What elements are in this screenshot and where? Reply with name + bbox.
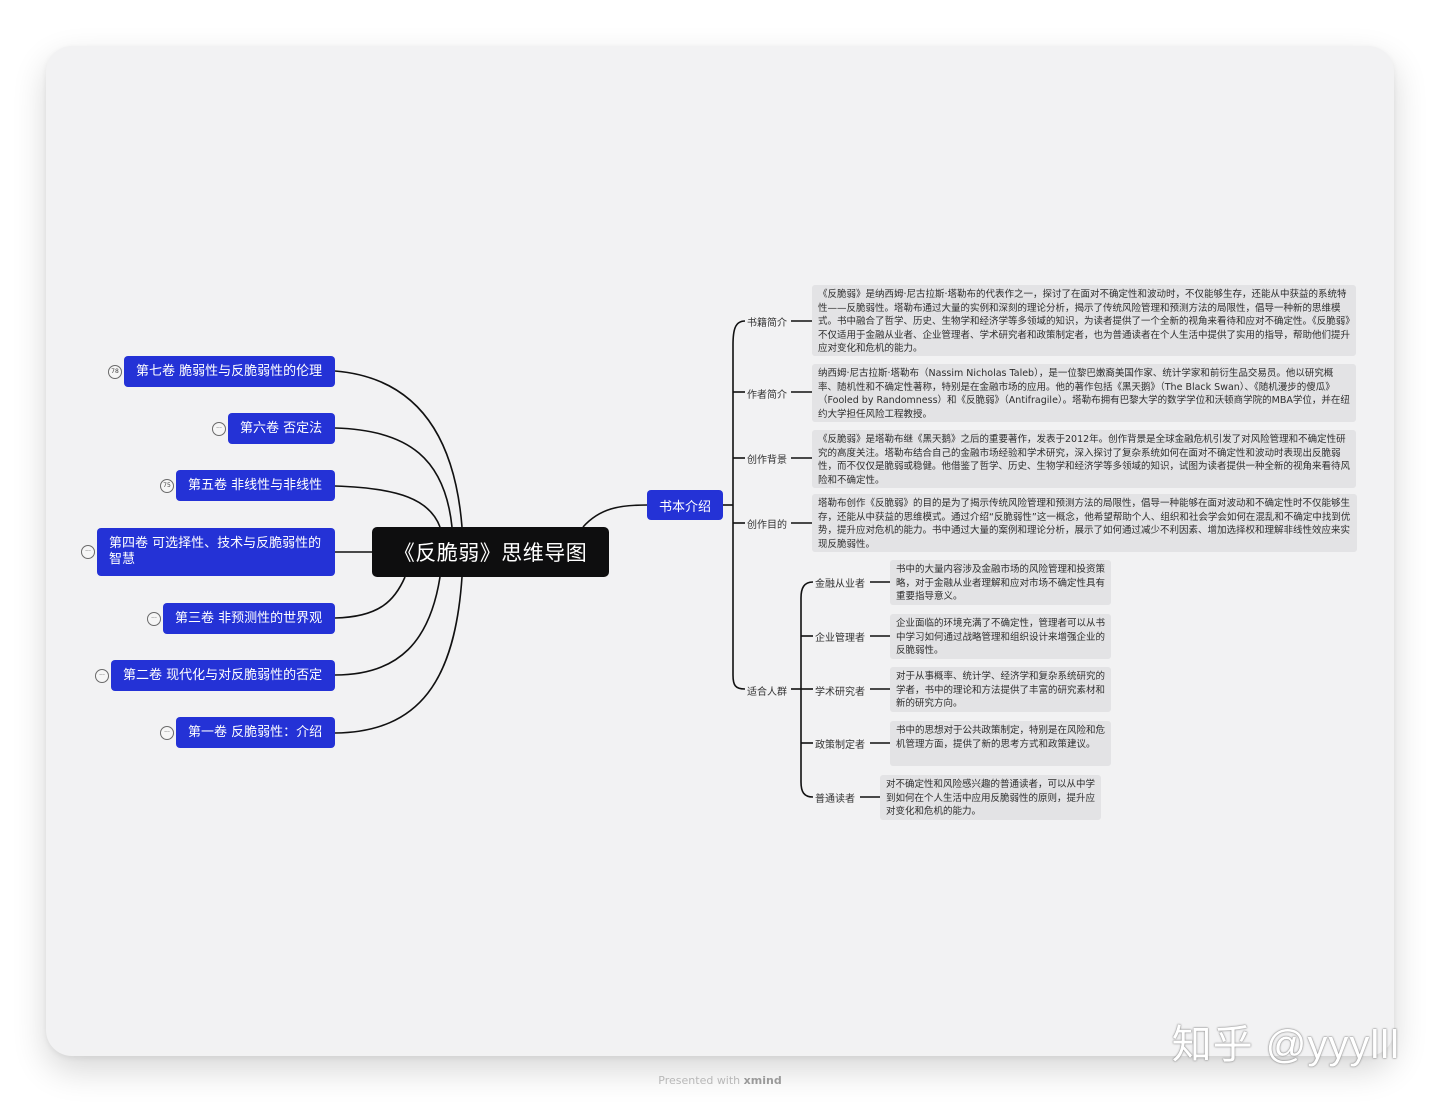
- section-audience[interactable]: 适合人群: [747, 687, 787, 698]
- connector-ch2: [334, 576, 441, 676]
- chapter-label: 第二卷 现代化与对反脆弱性的否定: [123, 667, 323, 683]
- section-background-text: 《反脆弱》是塔勒布继《黑天鹅》之后的重要著作，发表于2012年。创作背景是全球金…: [812, 430, 1356, 488]
- footer-credit[interactable]: Presented with xmind: [0, 1074, 1440, 1087]
- connector-ch5: [334, 485, 441, 528]
- audience-finance-text: 书中的大量内容涉及金融市场的风险管理和投资策略，对于金融从业者理解和应对市场不确…: [890, 560, 1111, 605]
- chapter-label: 第一卷 反脆弱性：介绍: [188, 724, 323, 740]
- connector-ch1: [334, 576, 463, 734]
- chapter-label: 第四卷 可选择性、技术与反脆弱性的智慧: [109, 536, 322, 567]
- connector-aud-spine: [800, 581, 814, 798]
- chapter-7[interactable]: 第七卷 脆弱性与反脆弱性的伦理: [124, 356, 335, 387]
- audience-researchers[interactable]: 学术研究者: [815, 687, 865, 698]
- section-purpose[interactable]: 创作目的: [747, 520, 787, 531]
- section-author[interactable]: 作者简介: [747, 390, 787, 401]
- audience-general[interactable]: 普通读者: [815, 794, 855, 805]
- audience-managers-text: 企业面临的环境充满了不确定性，管理者可以从书中学习如何通过战略管理和组织设计来增…: [890, 614, 1111, 659]
- chapter-2[interactable]: 第二卷 现代化与对反脆弱性的否定: [111, 660, 335, 691]
- audience-finance[interactable]: 金融从业者: [815, 579, 865, 590]
- collapse-badge[interactable]: ···: [212, 422, 226, 436]
- intro-topic[interactable]: 书本介绍: [647, 490, 723, 520]
- audience-general-text: 对不确定性和风险感兴趣的普通读者，可以从中学到如何在个人生活中应用反脆弱性的原则…: [880, 775, 1101, 820]
- connector-ch3: [334, 576, 406, 619]
- collapse-badge[interactable]: ···: [95, 669, 109, 683]
- connector-intro: [582, 504, 648, 528]
- root-topic[interactable]: 《反脆弱》思维导图: [372, 527, 609, 577]
- watermark: 知乎 @yyylll: [1171, 1023, 1400, 1067]
- collapse-count-badge[interactable]: 75: [160, 479, 174, 493]
- collapse-badge[interactable]: ···: [147, 612, 161, 626]
- chapter-4[interactable]: 第四卷 可选择性、技术与反脆弱性的智慧: [97, 528, 335, 576]
- chapter-1[interactable]: 第一卷 反脆弱性：介绍: [176, 717, 335, 748]
- chapter-label: 第七卷 脆弱性与反脆弱性的伦理: [136, 363, 323, 379]
- collapse-count-badge[interactable]: 78: [108, 365, 122, 379]
- audience-policy-text: 书中的思想对于公共政策制定，特别是在风险和危机管理方面，提供了新的思考方式和政策…: [890, 721, 1111, 766]
- section-book-summary-text: 《反脆弱》是纳西姆·尼古拉斯·塔勒布的代表作之一，探讨了在面对不确定性和波动时，…: [812, 285, 1356, 356]
- footer-prefix: Presented with: [658, 1074, 744, 1087]
- connector-intro-spine: [732, 320, 746, 690]
- connector-ch6: [334, 427, 453, 528]
- connector-ch7: [334, 370, 463, 528]
- audience-researchers-text: 对于从事概率、统计学、经济学和复杂系统研究的学者，书中的理论和方法提供了丰富的研…: [890, 667, 1111, 712]
- section-purpose-text: 塔勒布创作《反脆弱》的目的是为了揭示传统风险管理和预测方法的局限性，倡导一种能够…: [812, 494, 1357, 552]
- section-background[interactable]: 创作背景: [747, 455, 787, 466]
- chapter-5[interactable]: 第五卷 非线性与非线性: [176, 470, 335, 501]
- chapter-label: 第五卷 非线性与非线性: [188, 477, 323, 493]
- audience-managers[interactable]: 企业管理者: [815, 633, 865, 644]
- collapse-badge[interactable]: ···: [160, 726, 174, 740]
- chapter-label: 第六卷 否定法: [240, 420, 323, 436]
- audience-policy[interactable]: 政策制定者: [815, 740, 865, 751]
- chapter-label: 第三卷 非预测性的世界观: [175, 610, 323, 626]
- xmind-logo: xmind: [743, 1074, 782, 1087]
- collapse-badge[interactable]: ···: [81, 545, 95, 559]
- section-author-text: 纳西姆·尼古拉斯·塔勒布（Nassim Nicholas Taleb），是一位黎…: [812, 364, 1356, 422]
- chapter-6[interactable]: 第六卷 否定法: [228, 413, 335, 444]
- chapter-3[interactable]: 第三卷 非预测性的世界观: [163, 603, 335, 634]
- section-book-summary[interactable]: 书籍简介: [747, 318, 787, 329]
